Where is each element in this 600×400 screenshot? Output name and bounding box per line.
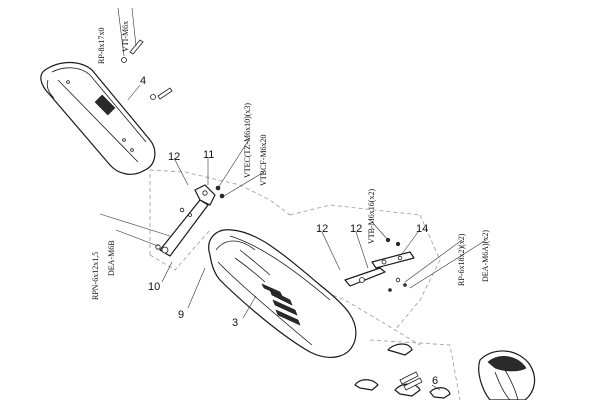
code-vtec: VTEC(TZ-M6x10)(x3) (243, 103, 252, 178)
muffler-vent-2 (272, 299, 298, 316)
bracket-assembly-left (155, 184, 225, 257)
code-dea-m6b: DEA-M6B (107, 240, 116, 276)
end-cap (478, 350, 536, 400)
code-dea-right: DEA-M6A)(x2) (481, 230, 490, 282)
part-number-6: 6 (432, 375, 438, 387)
part-6-clamps (354, 343, 451, 399)
leader-lines (99, 84, 487, 391)
code-vti-top: VTI-M6x (121, 21, 130, 52)
part-number-4: 4 (140, 75, 146, 87)
part-number-12-right: 12 (350, 223, 362, 235)
code-rp-right: RP-6x18x2)(x2) (457, 233, 466, 286)
code-vtb: VTB-M6x16(x2) (367, 189, 376, 244)
part-number-11: 11 (203, 149, 214, 161)
assembly-guide-lines (149, 169, 461, 400)
bracket-assembly-right (344, 237, 415, 292)
muffler-vent-3 (275, 309, 301, 326)
part-number-12-middle: 12 (316, 223, 328, 235)
muffler-vent-4 (261, 283, 283, 297)
part-3-muffler (208, 229, 357, 358)
part-number-9: 9 (178, 309, 184, 321)
code-vtbcf: VTBCF-M6x20 (259, 134, 268, 186)
part-number-10: 10 (148, 281, 160, 293)
part-number-12-left: 12 (168, 151, 180, 163)
top-fasteners (117, 7, 173, 100)
code-rpn: RPN-6x12x1,5 (91, 252, 100, 300)
part-4-link-pipe (40, 61, 156, 175)
code-rp-top: RP-8x17x0 (97, 28, 106, 64)
brand-logo-plate (94, 94, 116, 116)
part-number-3: 3 (232, 317, 238, 329)
muffler-vent-1 (269, 289, 293, 306)
part-number-14: 14 (416, 223, 428, 235)
